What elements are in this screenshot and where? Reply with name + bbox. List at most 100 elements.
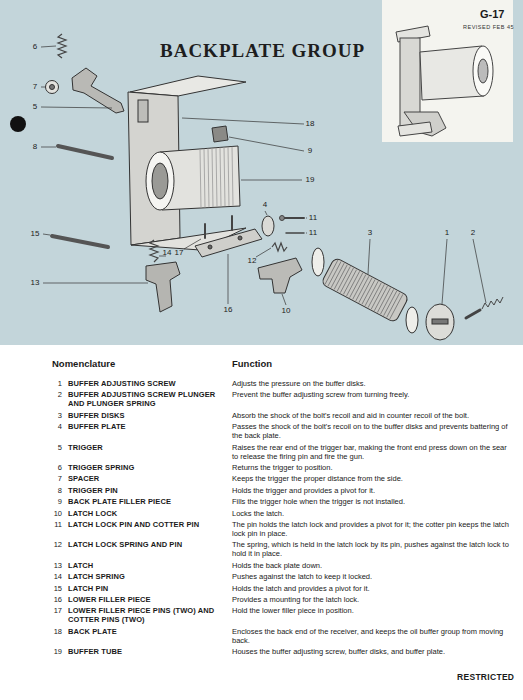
part-name: BUFFER ADJUSTING SCREW PLUNGER AND PLUNG… — [68, 390, 228, 408]
part-function: Holds the trigger and provides a pivot f… — [232, 486, 514, 495]
part-name: BUFFER DISKS — [68, 411, 228, 420]
buffer-disks — [321, 257, 409, 323]
leader-line — [229, 137, 304, 151]
part-name: BUFFER PLATE — [68, 422, 228, 431]
callout-number: 17 — [175, 249, 184, 257]
lower-filler-piece — [208, 245, 212, 249]
part-number: 3 — [44, 411, 62, 420]
buffer-tube — [200, 149, 201, 208]
leader-line — [256, 248, 271, 257]
callout-number: 8 — [33, 143, 37, 151]
part-number: 2 — [44, 390, 62, 399]
buffer-disks — [381, 289, 394, 314]
callout-number: 16 — [224, 306, 233, 314]
leader-line — [306, 233, 307, 234]
buffer-disks — [406, 307, 418, 333]
leader-line — [306, 218, 307, 219]
buffer-disks — [365, 281, 378, 306]
buffer-disks — [331, 263, 344, 288]
back-plate — [128, 76, 246, 250]
lower-filler-piece — [238, 236, 242, 240]
callout-number: 14 — [163, 249, 172, 257]
part-function: Passes the shock of the bolt's recoil on… — [232, 422, 514, 440]
part-number: 4 — [44, 422, 62, 431]
panel-ground — [0, 0, 523, 345]
spacer — [50, 85, 55, 90]
inset-view — [382, 0, 513, 142]
buffer-tube — [200, 147, 233, 208]
latch-pin — [52, 236, 108, 247]
buffer-disks — [356, 276, 369, 301]
buffer-disks — [325, 260, 403, 319]
part-number: 9 — [44, 497, 62, 506]
part-function: The spring, which is held in the latch l… — [232, 540, 514, 558]
part-function: Prevent the buffer adjusting screw from … — [232, 390, 514, 399]
column-header: Function — [232, 358, 272, 369]
part-number: 14 — [44, 572, 62, 581]
buffer-tube — [212, 148, 213, 207]
latch-lock — [258, 258, 302, 293]
part-function: Hold the lower filler piece in position. — [232, 606, 514, 615]
part-name: LATCH LOCK — [68, 509, 228, 518]
part-number: 5 — [44, 443, 62, 452]
part-function: Locks the latch. — [232, 509, 514, 518]
buffer-tube — [146, 152, 174, 210]
inset-view — [478, 59, 488, 83]
latch-lock-pins — [280, 216, 305, 234]
adjusting-screw — [432, 319, 448, 324]
page-number: G-17 — [480, 8, 504, 20]
leader-line — [43, 234, 50, 235]
buffer-disks — [359, 278, 372, 303]
page-title: BACKPLATE GROUP — [160, 40, 365, 62]
inset-view — [398, 122, 432, 136]
spacer — [46, 81, 59, 94]
buffer-disks — [340, 268, 353, 293]
part-name: TRIGGER — [68, 443, 228, 452]
leader-line — [368, 239, 370, 274]
callout-number: 2 — [471, 229, 475, 237]
part-function: Keeps the trigger the proper distance fr… — [232, 474, 514, 483]
part-number: 11 — [44, 520, 62, 529]
leader-line — [41, 46, 56, 47]
part-name: LATCH LOCK SPRING AND PIN — [68, 540, 228, 549]
part-number: 12 — [44, 540, 62, 549]
leader-line — [228, 254, 229, 304]
buffer-tube — [224, 147, 225, 206]
lower-filler-piece — [195, 229, 262, 257]
part-number: 19 — [44, 647, 62, 656]
buffer-tube — [146, 146, 240, 210]
callout-number: 4 — [263, 201, 267, 209]
part-name: TRIGGER PIN — [68, 486, 228, 495]
buffer-tube — [232, 147, 233, 206]
buffer-disks — [328, 261, 341, 286]
buffer-tube — [228, 147, 229, 206]
buffer-disks — [377, 288, 390, 313]
plunger — [466, 297, 503, 318]
part-number: 7 — [44, 474, 62, 483]
part-function: Provides a mounting for the latch lock. — [232, 595, 514, 604]
part-number: 10 — [44, 509, 62, 518]
buffer-tube — [152, 163, 168, 199]
adjusting-screw — [426, 304, 454, 340]
buffer-disks — [368, 283, 381, 308]
part-function: Fills the trigger hole when the trigger … — [232, 497, 514, 506]
buffer-disks — [387, 293, 400, 318]
part-number: 8 — [44, 486, 62, 495]
buffer-tube — [220, 148, 221, 207]
trigger-spring — [58, 34, 66, 58]
buffer-disks — [334, 265, 347, 290]
buffer-disks — [362, 280, 375, 305]
part-number: 16 — [44, 595, 62, 604]
leader-line — [241, 180, 302, 181]
callout-number: 12 — [248, 257, 257, 265]
part-number: 18 — [44, 627, 62, 636]
callout-number: 19 — [306, 176, 315, 184]
leader-line — [41, 107, 112, 108]
part-name: LOWER FILLER PIECE PINS (TWO) AND COTTER… — [68, 606, 228, 624]
back-plate — [138, 100, 148, 122]
part-function: Pushes against the latch to keep it lock… — [232, 572, 514, 581]
lower-filler-piece — [195, 229, 262, 257]
buffer-disks — [353, 275, 366, 300]
latch-spring — [150, 240, 158, 262]
buffer-disks — [343, 270, 356, 295]
